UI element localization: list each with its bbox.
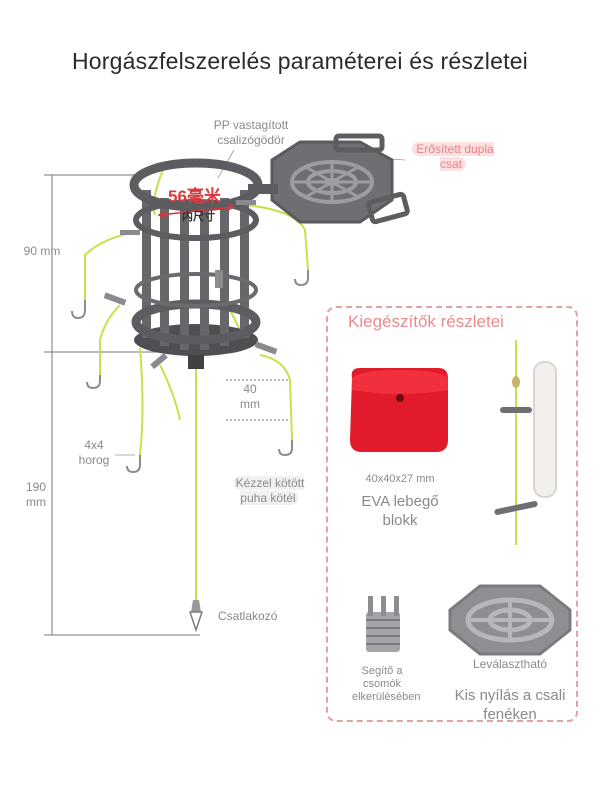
inner-size-value: 56毫米 xyxy=(168,187,221,206)
hook-label: 4x4 horog xyxy=(78,438,110,467)
inner-size-unit: 内尺寸 xyxy=(182,211,215,223)
detachable-label: Leválasztható xyxy=(472,657,548,671)
clasp-label: Erősített dupla csat xyxy=(408,142,498,172)
rig-icon xyxy=(494,340,557,545)
spring-icon xyxy=(366,596,400,652)
rope-label-text: Kézzel kötött puha kötél xyxy=(233,476,305,505)
detachable-bottom-icon xyxy=(448,584,572,656)
hook-icons xyxy=(71,270,309,474)
accessories-panel xyxy=(326,306,578,722)
connector-icon xyxy=(188,600,204,633)
page-title: Horgászfelszerelés paraméterei és részle… xyxy=(71,48,528,74)
bottom-note-label: Kis nyílás a csali fenéken xyxy=(454,687,566,723)
block-name-label: EVA lebegő blokk xyxy=(361,493,439,529)
dimension-lines xyxy=(44,174,290,636)
clasp-label-text: Erősített dupla csat xyxy=(412,142,494,171)
rope-label: Kézzel kötött puha kötél xyxy=(226,476,312,506)
bait-cage-icon xyxy=(103,158,278,370)
dim-bottom-label: 190 mm xyxy=(25,480,47,509)
lid-icon xyxy=(248,133,410,225)
dim-top-label: 90 mm xyxy=(23,244,61,258)
block-size-label: 40x40x27 mm xyxy=(365,473,435,485)
dim-hook-label: 40 mm xyxy=(240,382,260,411)
accessories-title: Kiegészítők részletei xyxy=(348,312,504,331)
eva-block-icon xyxy=(350,368,448,452)
spring-note-label: Segítő a csomók elkerülésében xyxy=(352,665,421,703)
connector-label: Csatlakozó xyxy=(218,609,278,623)
cage-label: PP vastagított csalizógödör xyxy=(213,118,289,147)
